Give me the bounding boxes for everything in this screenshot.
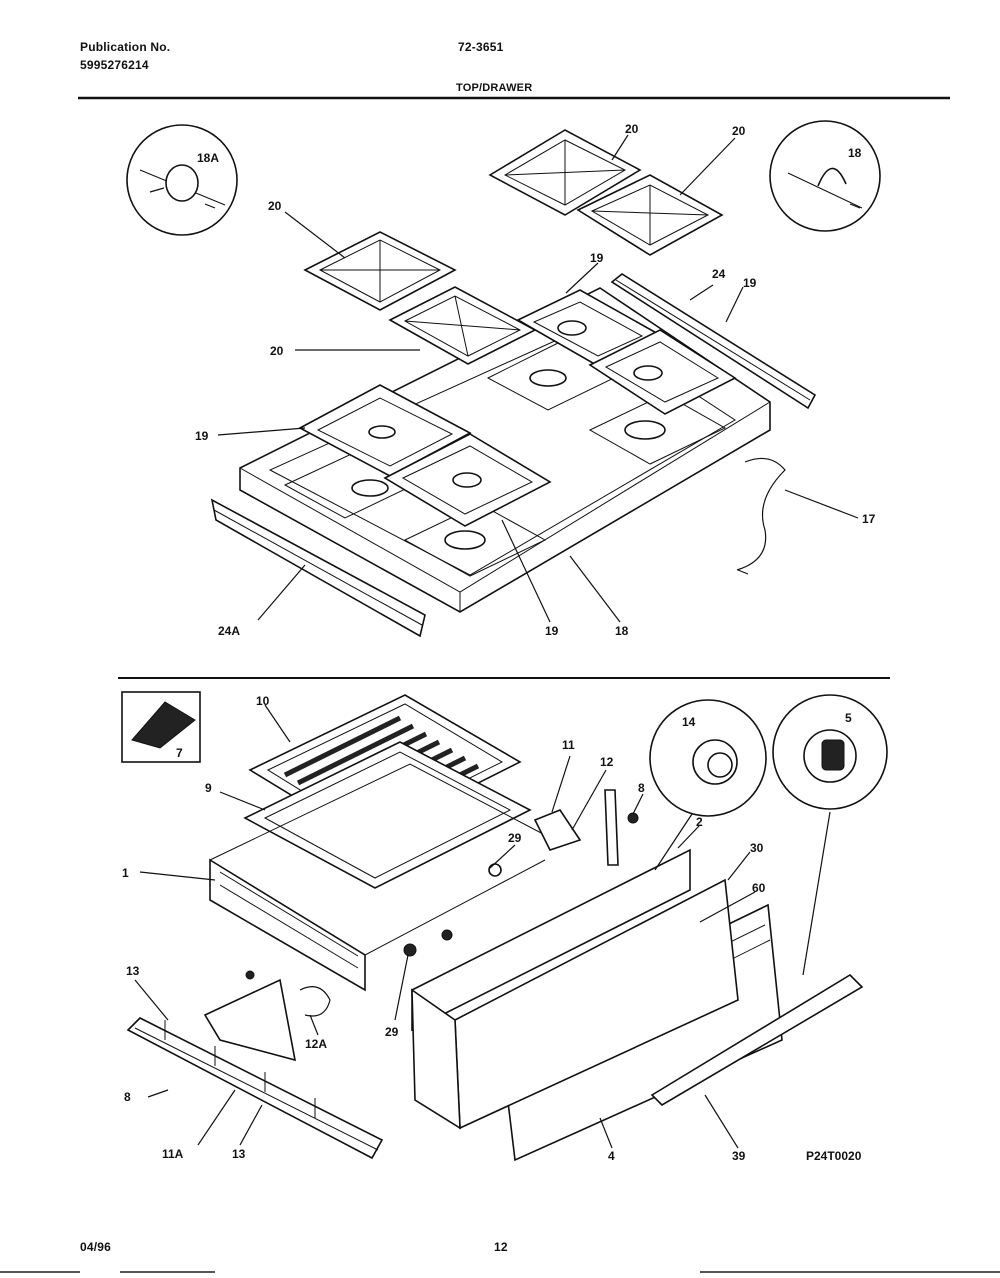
callout-10: 10 [256,694,270,708]
callout-39: 39 [732,1149,746,1163]
callout-5: 5 [845,711,852,725]
callout-12a: 12A [305,1037,327,1051]
callout-29-top: 29 [508,831,522,845]
hardware-pieces [245,789,639,980]
callout-30: 30 [750,841,764,855]
inset-box-7: 7 [121,691,201,763]
detail-circle-18a: 18A [126,124,238,236]
callout-19-bottom: 19 [545,624,559,638]
callout-13-top: 13 [126,964,140,978]
ignitor-wire-17 [736,457,786,575]
callout-20-mid-left: 20 [270,344,284,358]
callout-19-center: 19 [590,251,604,265]
callout-20-left: 20 [268,199,282,213]
publication-label: Publication No. [80,40,171,54]
drawer-handle-39 [650,973,864,1107]
drip-bowl-right [588,329,737,415]
broiler-pan-9 [243,741,532,889]
drawer-body-1 [209,763,546,992]
callout-2: 2 [696,815,703,829]
publication-code: 5995276214 [80,58,149,72]
callout-9: 9 [205,781,212,795]
callout-12: 12 [600,755,614,769]
drawer-glide-13 [126,1017,384,1160]
grate-top-mid [488,129,642,216]
drip-bowl-front [383,433,552,527]
callout-8-left: 8 [124,1090,131,1104]
trim-strip-24 [610,273,817,410]
callout-8-top: 8 [638,781,645,795]
bottom-leader-lines [134,704,831,1149]
drawer-side-panel [411,988,461,1130]
callout-20-top-right: 20 [732,124,746,138]
grate-left [303,231,457,311]
callout-13-bottom: 13 [232,1147,246,1161]
callout-29-bottom: 29 [385,1025,399,1039]
knob-circle-5: 5 [772,694,888,810]
page-number: 12 [494,1240,508,1254]
model-number: 72-3651 [458,40,504,54]
drawing-id: P24T0020 [806,1149,862,1163]
callout-11: 11 [562,738,575,752]
callout-11a: 11A [162,1147,184,1161]
detail-circle-18: 18 [769,120,881,232]
burner-pan-back-right [588,393,727,465]
drip-bowl-left [298,384,472,477]
callout-24: 24 [712,267,726,281]
callout-7: 7 [176,746,183,760]
trim-strip-24a [210,498,426,638]
callout-20-top-mid: 20 [625,122,639,136]
callout-19-left: 19 [195,429,209,443]
callout-18-bottom: 18 [615,624,629,638]
callout-17: 17 [862,512,876,526]
section-title: TOP/DRAWER [456,82,533,94]
top-leader-lines [217,134,859,623]
callout-18: 18 [848,146,862,160]
knob-circle-14: 14 [649,699,767,817]
grate-top-right [576,174,724,256]
grate-mid-left [388,286,537,365]
callout-14: 14 [682,715,696,729]
callout-4: 4 [608,1149,615,1163]
callout-24a: 24A [218,624,240,638]
bracket-12a [203,978,331,1062]
callout-19-right: 19 [743,276,757,290]
callout-1: 1 [122,866,129,880]
callout-60: 60 [752,881,766,895]
callout-18a: 18A [197,151,219,165]
date-code: 04/96 [80,1240,112,1254]
